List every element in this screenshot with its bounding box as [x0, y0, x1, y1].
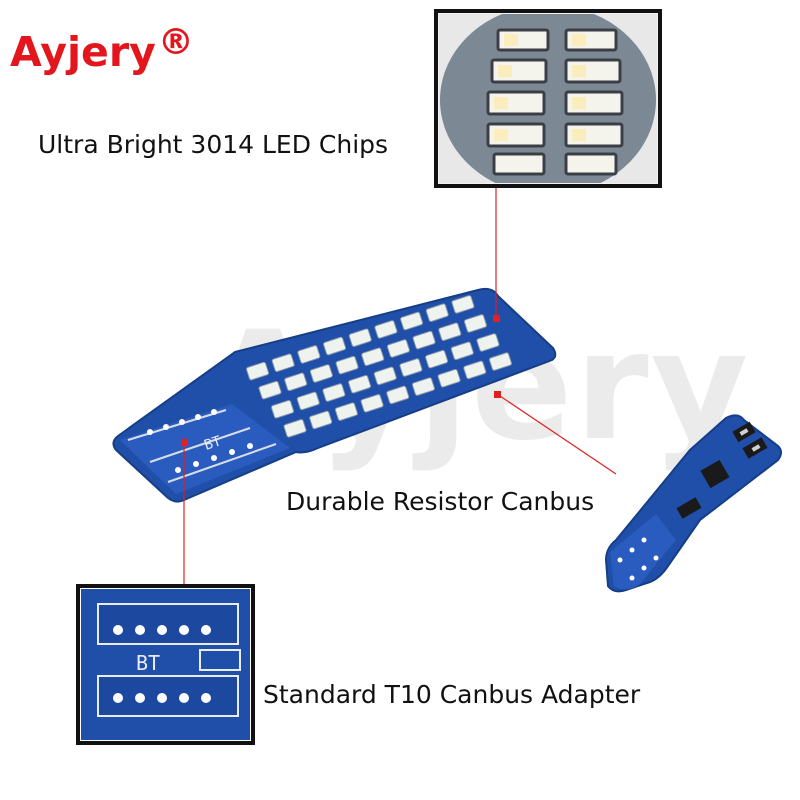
adapter-callout-label: Standard T10 Canbus Adapter — [263, 680, 641, 709]
adapter-closeup-inset: BT — [76, 584, 255, 745]
adapter-marking: BT — [136, 651, 160, 675]
leader-lines — [183, 188, 617, 584]
chips-callout-label: Ultra Bright 3014 LED Chips — [38, 130, 389, 159]
resistor-board — [604, 414, 782, 593]
leader-dots — [181, 315, 501, 446]
brand-name: Ayjery — [10, 28, 156, 76]
resistor-callout-label: Durable Resistor Canbus — [286, 487, 595, 516]
brand-logo: Ayjery® — [10, 22, 194, 76]
chips-closeup-inset — [434, 9, 662, 188]
registered-mark: ® — [157, 22, 194, 63]
led-board: BT — [112, 287, 557, 503]
board-marking: BT — [202, 433, 224, 454]
